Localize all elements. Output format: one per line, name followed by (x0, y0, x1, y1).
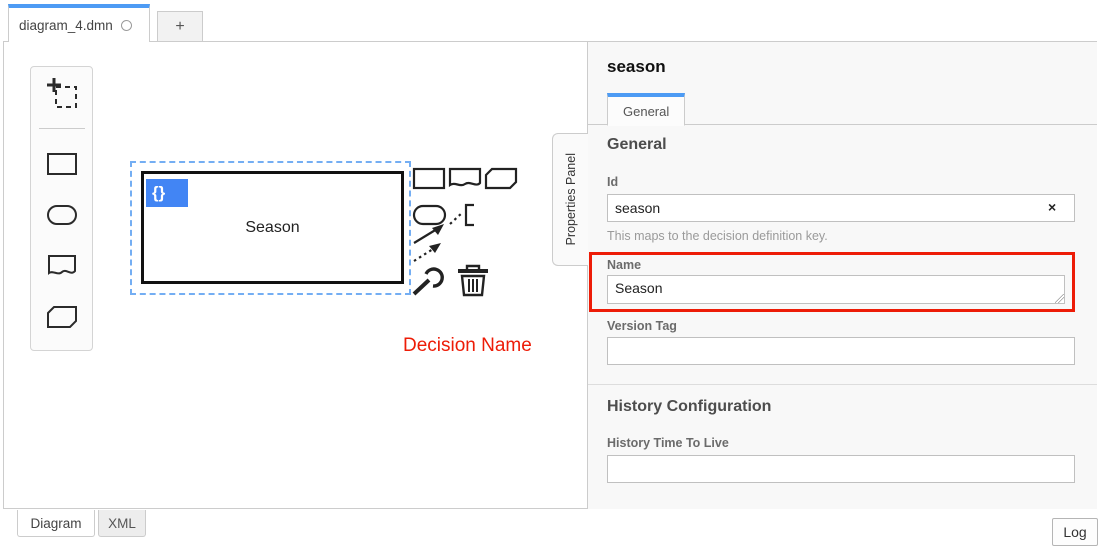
version-tag-input[interactable] (607, 337, 1075, 365)
append-decision-icon[interactable] (412, 167, 446, 190)
panel-tab-underline (588, 124, 1097, 125)
change-type-wrench-icon[interactable] (412, 267, 444, 296)
file-tab-diagram-4[interactable]: diagram_4.dmn (8, 4, 150, 42)
append-text-annotation-icon[interactable] (449, 203, 474, 227)
connect-association-icon[interactable] (413, 243, 441, 262)
history-ttl-input[interactable] (607, 455, 1075, 483)
tab-diagram[interactable]: Diagram (17, 510, 95, 537)
section-divider (588, 384, 1097, 385)
palette (30, 66, 93, 351)
properties-panel-toggle-label: Properties Panel (563, 153, 578, 246)
id-input[interactable] (607, 194, 1075, 222)
properties-panel-toggle[interactable]: Properties Panel (552, 133, 588, 266)
clear-id-icon[interactable]: × (1048, 199, 1057, 215)
lasso-tool-icon[interactable] (39, 75, 85, 112)
id-help-text: This maps to the decision definition key… (607, 229, 828, 243)
tab-xml[interactable]: XML (98, 510, 146, 537)
create-decision-icon[interactable] (39, 145, 85, 182)
plus-icon: + (175, 17, 185, 35)
version-tag-label: Version Tag (607, 319, 677, 333)
history-ttl-label: History Time To Live (607, 436, 729, 450)
general-section-heading: General (607, 136, 667, 153)
delete-trash-icon[interactable] (458, 264, 488, 297)
literal-expression-badge: {} (146, 179, 188, 207)
create-knowledge-source-icon[interactable] (39, 248, 85, 285)
connect-information-requirement-icon[interactable] (413, 224, 444, 244)
selection-outline (130, 161, 411, 295)
tab-general[interactable]: General (607, 93, 686, 126)
decision-shape-label: Season (245, 218, 300, 236)
name-textarea[interactable]: Season (607, 275, 1065, 304)
id-field-label: Id (607, 175, 619, 189)
history-configuration-heading: History Configuration (607, 398, 772, 415)
file-tab-label: diagram_4.dmn (19, 17, 113, 33)
annotation-label: Decision Name (403, 335, 532, 356)
panel-title: season (607, 57, 666, 76)
append-knowledge-source-icon[interactable] (448, 167, 482, 188)
palette-separator (38, 128, 85, 130)
append-business-knowledge-model-icon[interactable] (484, 167, 518, 190)
new-tab-button[interactable]: + (157, 11, 203, 42)
properties-panel: season General General Id × This maps to… (587, 42, 1097, 509)
context-pad (410, 162, 522, 300)
name-field-label: Name (607, 258, 642, 272)
unsaved-indicator-icon (120, 19, 132, 31)
append-input-data-icon[interactable] (412, 204, 447, 226)
create-business-knowledge-model-icon[interactable] (39, 299, 85, 336)
create-input-data-icon[interactable] (39, 196, 85, 233)
log-button[interactable]: Log (1052, 518, 1098, 546)
